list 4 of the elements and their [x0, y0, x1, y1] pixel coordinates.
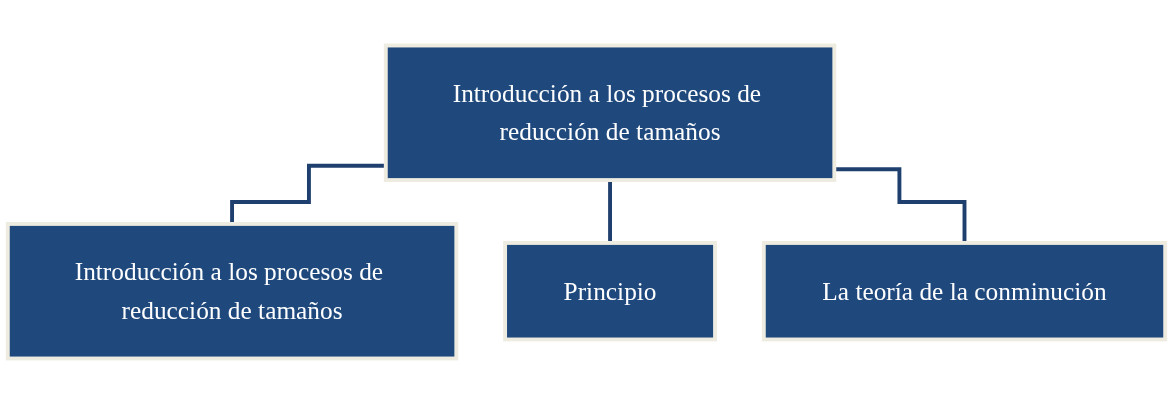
node-box: Introducción a los procesos de reducción de tamaños — [5, 222, 459, 361]
node-box: La teoría de la conminución — [761, 241, 1168, 342]
node-box: Introducción a los procesos de reducción de tamaños — [383, 43, 837, 182]
node-box: Principio — [503, 241, 717, 342]
